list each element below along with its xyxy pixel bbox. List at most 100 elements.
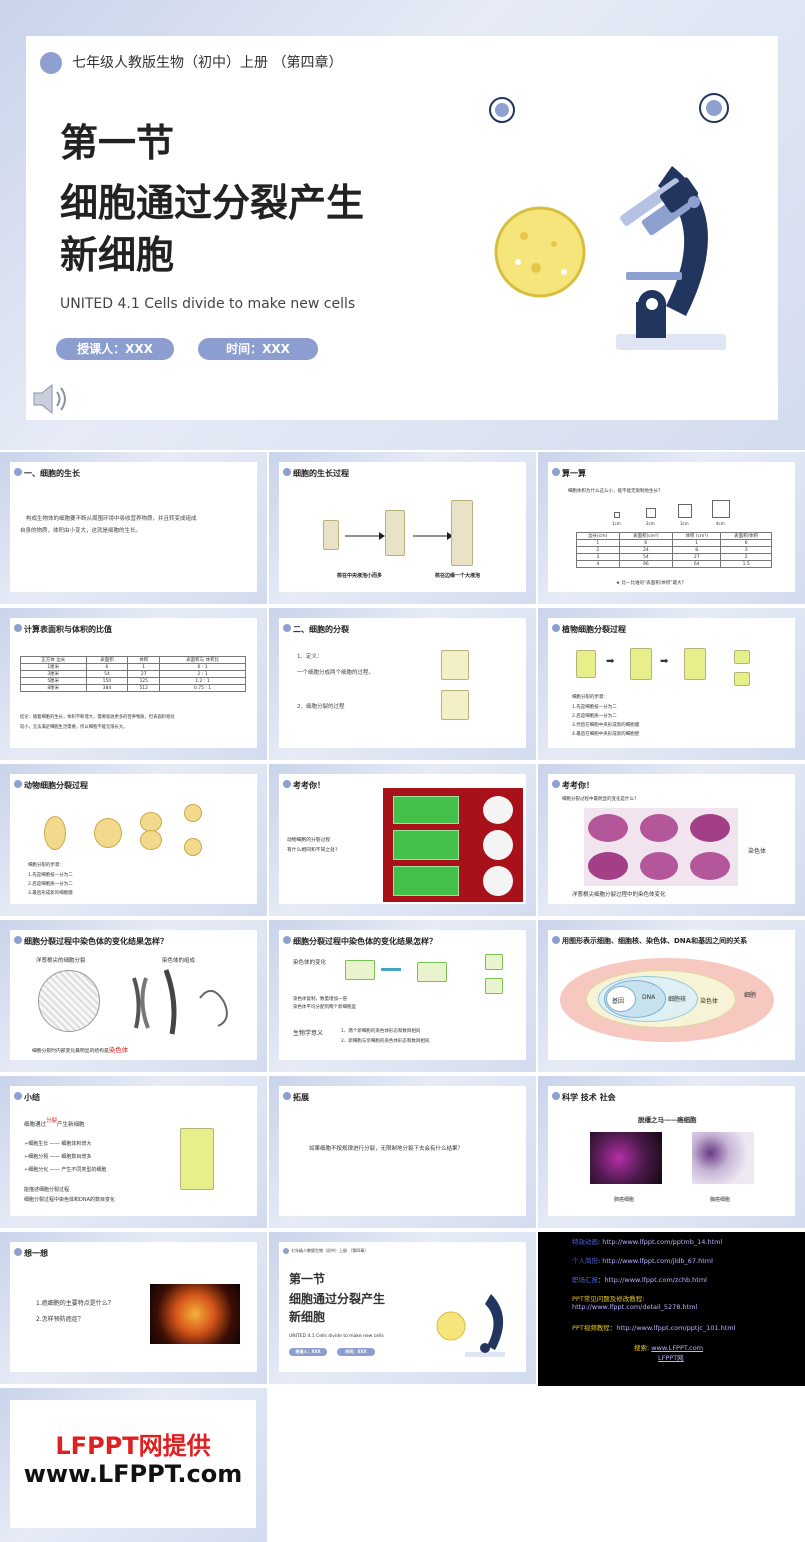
link-row[interactable]: 特效动画: http://www.lfppt.com/pptmb_14.html [572, 1238, 723, 1246]
title-line-2: 细胞通过分裂产生 [289, 1292, 386, 1306]
link-url[interactable]: http://www.lfppt.com/detail_5278.html [572, 1303, 698, 1311]
size-label: 3cm [680, 521, 689, 526]
search-row[interactable]: 搜索: www.LFPPT.com [634, 1342, 703, 1352]
link-url[interactable]: http://www.lfppt.com/pptjc_101.html [616, 1324, 736, 1332]
body-line-1: 构成生物体的细胞要不断从周围环境中吸收营养物质，并且转变成组成 [26, 516, 197, 522]
slide-title: 想一想 [24, 1249, 48, 1258]
title-dot [283, 1248, 289, 1254]
link-row[interactable]: PPT常见问题及修改教程: [572, 1295, 645, 1303]
thumb-card-7: 动物细胞分裂过程 细胞分裂的步骤： 1.先是细胞核一分为二 2.后是细胞质一分为… [10, 774, 257, 904]
conclusion-line-2: 较小，无法满足细胞生活需要，所以细胞不能无限长大。 [20, 725, 128, 730]
plant-cell [576, 650, 596, 678]
item-2: 2、细胞分裂的过程 [297, 704, 345, 710]
main-slide[interactable]: 七年级人教版生物（初中）上册 （第四章） 第一节 细胞通过分裂产生 新细胞 UN… [0, 0, 805, 450]
thumb-slide-17[interactable]: 七年级人教版生物（初中）上册 （第四章） 第一节 细胞通过分裂产生 新细胞 UN… [269, 1232, 536, 1384]
caption: 洋葱根尖细胞分裂过程中的染色体变化 [572, 892, 666, 898]
body: 如果细胞不按规律进行分裂，无限制地分裂下去会有什么结果？ [309, 1146, 464, 1152]
summary-item: ➢细胞分裂 —— 细胞数目增多 [24, 1154, 92, 1160]
title-line-2: 细胞通过分裂产生 [60, 181, 365, 225]
thumb-card-8: 考考你！ 动物细胞的分裂过程 有什么相同和不同之处？ [279, 774, 526, 904]
table-cell: 64 [672, 560, 722, 568]
thumb-slide-9[interactable]: 考考你！ 细胞分裂过程中最明显的变化是什么？ 染色体 洋葱根尖细胞分裂过程中的染… [538, 764, 805, 916]
link-label: 职场汇报 [572, 1276, 598, 1284]
title-dot [552, 780, 560, 788]
brand-slide[interactable]: LFPPT网提供 www.LFPPT.com [0, 1388, 267, 1542]
conclusion-line-1: 结论：随着细胞的生长，体积不断增大，需要吸收更多的营养物质，但表面积相对 [20, 715, 175, 720]
link-row[interactable]: 个人简历: http://www.lfppt.com/jldb_67.html [572, 1257, 713, 1265]
table-cell: 125 [127, 677, 161, 685]
microscope-illustration [489, 93, 729, 350]
animal-cell [94, 818, 122, 848]
step: 1.先是细胞核一分为二 [572, 705, 617, 710]
thumb-slide-7[interactable]: 动物细胞分裂过程 细胞分裂的步骤： 1.先是细胞核一分为二 2.后是细胞质一分为… [0, 764, 267, 916]
size-label: 1cm [612, 521, 621, 526]
links-slide[interactable]: 特效动画: http://www.lfppt.com/pptmb_14.html… [538, 1232, 805, 1386]
title-dot [14, 936, 22, 944]
question-2: 2.怎样预防癌症？ [36, 1316, 84, 1323]
thumb-card-5: 二、细胞的分裂 1、定义： 一个细胞分成两个细胞的过程。 2、细胞分裂的过程 [279, 618, 526, 748]
question: 细胞体积为什么这么小，能不能无限制地生长？ [568, 489, 663, 494]
plant-cell [734, 672, 750, 686]
link-url[interactable]: http://www.lfppt.com/pptmb_14.html [602, 1238, 723, 1246]
search-name[interactable]: LFPPT网 [658, 1354, 684, 1362]
thumb-slide-14[interactable]: 拓展 如果细胞不按规律进行分裂，无限制地分裂下去会有什么结果？ [269, 1076, 536, 1228]
thumb-slide-15[interactable]: 科学 技术 社会 脱缰之马——癌细胞 肺癌细胞 胸癌细胞 [538, 1076, 805, 1228]
thumb-slide-8[interactable]: 考考你！ 动物细胞的分裂过程 有什么相同和不同之处？ [269, 764, 536, 916]
lead-text: 细胞通过 [24, 1122, 47, 1128]
link-url[interactable]: http://www.lfppt.com/jldb_67.html [602, 1257, 713, 1265]
gene-ellipse [606, 986, 636, 1012]
slide-title: 细胞的生长过程 [293, 469, 349, 478]
thumb-slide-5[interactable]: 二、细胞的分裂 1、定义： 一个细胞分成两个细胞的过程。 2、细胞分裂的过程 [269, 608, 536, 760]
thumb-slide-11[interactable]: 细胞分裂过程中染色体的变化结果怎样？ 染色体的变化 染色体复制，数量增加一倍 染… [269, 920, 536, 1072]
thumb-slide-13[interactable]: 小结 细胞通过分裂产生新细胞 ➢细胞生长 —— 细胞体积增大 ➢细胞分裂 —— … [0, 1076, 267, 1228]
thumb-slide-1[interactable]: 一、细胞的生长 构成生物体的细胞要不断从周围环境中吸收营养物质，并且转变成组成 … [0, 452, 267, 604]
table-header: 表面积与 体积比 [159, 656, 246, 664]
thumb-card-9: 考考你！ 细胞分裂过程中最明显的变化是什么？ 染色体 洋葱根尖细胞分裂过程中的染… [548, 774, 795, 904]
thumb-card-3: 算一算 细胞体积为什么这么小，能不能无限制地生长？ 1cm 2cm 3cm 4c… [548, 462, 795, 592]
step: 3.然后在细胞中央形成新的细胞膜 [572, 723, 640, 728]
slide-title: 用图形表示细胞、细胞核、染色体、DNA和基因之间的关系 [562, 937, 748, 945]
link-row[interactable]: 职场汇报：http://www.lfppt.com/zchb.html [572, 1276, 707, 1284]
table-cell: 27 [127, 670, 161, 678]
table-header: 体积 (cm³) [672, 532, 722, 540]
note-text: 细胞分裂时内部变化最明显的结构是 [32, 1049, 109, 1054]
chromosome-label: 染色体 [748, 848, 767, 855]
main-slide-card: 七年级人教版生物（初中）上册 （第四章） 第一节 细胞通过分裂产生 新细胞 UN… [26, 36, 778, 420]
right-label: 染色体的组成 [162, 958, 196, 964]
slide-title: 二、细胞的分裂 [293, 625, 349, 634]
link-row[interactable]: PPT视频教程：http://www.lfppt.com/pptjc_101.h… [572, 1324, 736, 1332]
size-label: 2cm [646, 521, 655, 526]
lead-line: 细胞通过分裂产生新细胞 [24, 1118, 85, 1128]
table-cell: 54 [618, 553, 674, 561]
table-cell: 512 [127, 684, 161, 692]
thumb-slide-6[interactable]: 植物细胞分裂过程 ➡ ➡ 细胞分裂的步骤： 1.先是细胞核一分为二 2.后是细胞… [538, 608, 805, 760]
subtitle: UNITED 4.1 Cells divide to make new cell… [289, 1334, 384, 1339]
steps-title: 细胞分裂的步骤： [572, 695, 608, 700]
search-url[interactable]: www.LFPPT.com [651, 1344, 704, 1352]
link-url[interactable]: http://www.lfppt.com/zchb.html [604, 1276, 707, 1284]
thumb-slide-2[interactable]: 细胞的生长过程 核在中央液泡小而多 核在边缘一个大液泡 [269, 452, 536, 604]
question-1: 1.癌细胞的主要特点是什么？ [36, 1300, 114, 1307]
link-label: PPT视频教程 [572, 1324, 610, 1332]
thumb-slide-16[interactable]: 想一想 1.癌细胞的主要特点是什么？ 2.怎样预防癌症？ [0, 1232, 267, 1384]
thumb-card-13: 小结 细胞通过分裂产生新细胞 ➢细胞生长 —— 细胞体积增大 ➢细胞分裂 —— … [10, 1086, 257, 1216]
table-cell: 24 [618, 546, 674, 554]
table-header: 正方体 边长 [20, 656, 87, 664]
thumb-slide-3[interactable]: 算一算 细胞体积为什么这么小，能不能无限制地生长？ 1cm 2cm 3cm 4c… [538, 452, 805, 604]
item-1: 1、定义： [297, 654, 323, 660]
question: 细胞分裂过程中最明显的变化是什么？ [562, 797, 639, 802]
table-cell: 1 [127, 663, 161, 671]
speaker-icon[interactable] [30, 380, 74, 418]
title-dot [283, 780, 291, 788]
thumb-slide-12[interactable]: 用图形表示细胞、细胞核、染色体、DNA和基因之间的关系 基因 DNA 细胞核 染… [538, 920, 805, 1072]
thumb-slide-10[interactable]: 细胞分裂过程中染色体的变化结果怎样？ 洋葱根尖的细胞分裂 染色体的组成 细胞分裂… [0, 920, 267, 1072]
link-label: 特效动画 [572, 1238, 598, 1246]
title-dot [14, 624, 22, 632]
